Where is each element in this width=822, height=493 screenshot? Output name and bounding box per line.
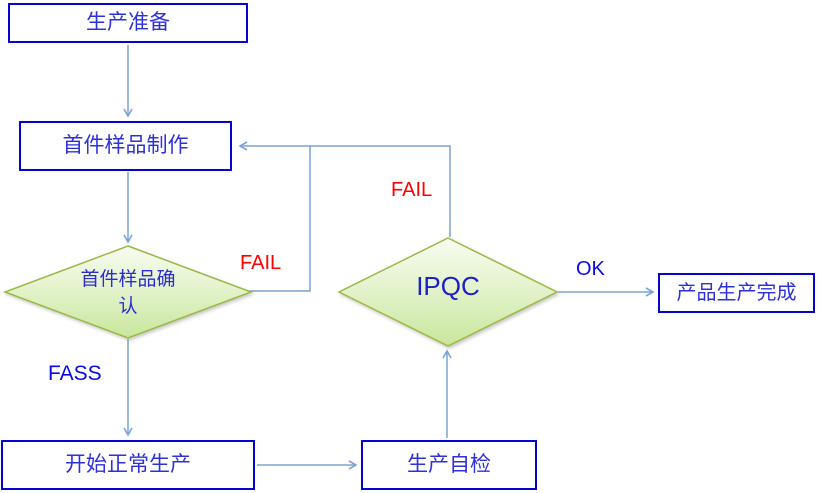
node-start-normal-production-label: 开始正常生产 bbox=[65, 452, 191, 477]
edge-label-confirm-pass: FASS bbox=[48, 362, 102, 385]
diamond-first-confirm-shape bbox=[2, 245, 254, 339]
edge-label-ipqc-ok: OK bbox=[576, 258, 605, 280]
edge-label-confirm-fail: FAIL bbox=[240, 252, 282, 274]
node-production-self-check-label: 生产自检 bbox=[407, 452, 491, 477]
node-production-prep-label: 生产准备 bbox=[86, 10, 170, 35]
edge-label-ipqc-fail: FAIL bbox=[391, 179, 433, 201]
node-start-normal-production: 开始正常生产 bbox=[1, 440, 255, 490]
node-first-sample-making: 首件样品制作 bbox=[19, 121, 232, 171]
node-ipqc-label: IPQC bbox=[416, 271, 480, 301]
node-first-sample-confirm-label: 首件样品确 认 bbox=[80, 269, 176, 317]
edge-ipqc-fail-to-first-sample bbox=[238, 141, 451, 237]
node-product-complete: 产品生产完成 bbox=[658, 273, 815, 313]
node-first-sample-making-label: 首件样品制作 bbox=[62, 133, 189, 158]
node-production-prep: 生产准备 bbox=[8, 3, 248, 43]
diamond-ipqc-shape bbox=[337, 237, 559, 347]
node-product-complete-label: 产品生产完成 bbox=[676, 282, 797, 304]
node-production-self-check: 生产自检 bbox=[361, 440, 537, 490]
edge-confirm-fail-branch bbox=[249, 146, 311, 292]
